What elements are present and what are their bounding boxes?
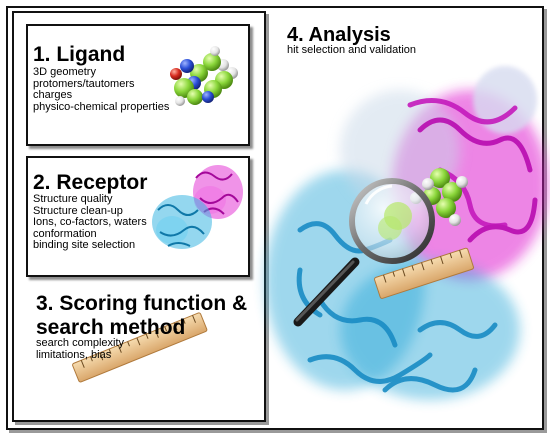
receptor-line: binding site selection (33, 239, 136, 251)
scoring-title-line: search method (36, 316, 186, 339)
analysis-ruler-icon (374, 247, 474, 299)
receptor-line: Ions, co-factors, waters (33, 216, 147, 228)
receptor-title: 2. Receptor (33, 171, 148, 194)
ruler-icon (72, 312, 208, 383)
receptor-line: Structure quality (33, 193, 113, 205)
ligand-line: 3D geometry (33, 66, 96, 78)
scoring-title: 3. Scoring function & search method (36, 292, 247, 340)
ligand-line: charges (33, 89, 73, 101)
ligand-lines: 3D geometry protomers/tautomers charges … (33, 66, 170, 113)
analysis-subtitle: hit selection and validation (287, 44, 417, 56)
receptor-lines: Structure quality Structure clean-up Ion… (33, 193, 147, 252)
ligand-title: 1. Ligand (33, 43, 126, 66)
scoring-lines: search complexity limitations, bias (36, 337, 125, 361)
ligand-line: protomers/tautomers (33, 77, 135, 90)
scoring-line: limitations, bias (36, 348, 112, 361)
receptor-line: Structure clean-up (33, 204, 123, 217)
scoring-title-line: 3. Scoring function & (36, 292, 248, 315)
analysis-title: 4. Analysis (287, 24, 391, 46)
ligand-line: physico-chemical properties (33, 100, 170, 113)
scoring-line: search complexity (36, 337, 125, 349)
receptor-protein-icon (152, 165, 243, 249)
magnifier-icon (293, 178, 435, 327)
ligand-molecule-icon (170, 46, 238, 106)
receptor-line: conformation (33, 227, 97, 240)
